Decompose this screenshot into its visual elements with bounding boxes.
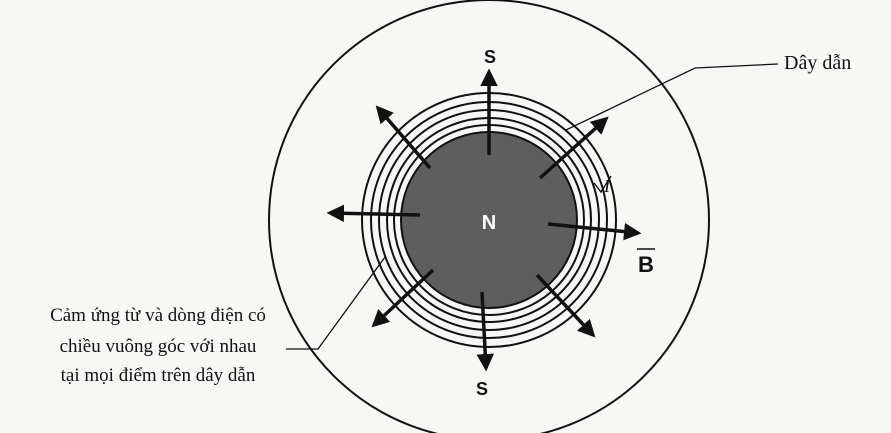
note-leader-line	[286, 256, 386, 350]
current-symbol: I	[603, 176, 611, 196]
note-line-1: Cảm ứng từ và dòng điện có	[50, 305, 266, 326]
field-arrow-upper-left	[375, 105, 432, 170]
field-arrow-lower-right	[535, 273, 596, 338]
field-arrow-upper-right	[538, 116, 609, 180]
outer-magnet-circle	[268, 0, 710, 433]
field-arrow-lower-left	[371, 268, 435, 328]
note-line-3: tại mọi điểm trên dây dẫn	[61, 365, 256, 386]
north-pole-label: N	[482, 212, 496, 234]
current-direction-tick	[593, 175, 612, 194]
conductor-label: Dây dẫn	[784, 52, 851, 74]
field-arrows	[326, 68, 642, 372]
bottom-south-pole-label: S	[476, 379, 488, 399]
field-arrow-right	[547, 222, 642, 241]
perpendicular-note: Cảm ứng từ và dòng điện có chiều vuông g…	[50, 305, 266, 386]
field-arrow-down	[476, 291, 495, 372]
top-south-pole-label: S	[484, 47, 496, 67]
field-arrow-left	[326, 204, 421, 223]
note-line-2: chiều vuông góc với nhau	[60, 336, 257, 357]
conductor-leader-line	[565, 63, 779, 131]
field-vector-label: B	[637, 248, 655, 277]
field-vector-symbol: B	[638, 252, 654, 277]
